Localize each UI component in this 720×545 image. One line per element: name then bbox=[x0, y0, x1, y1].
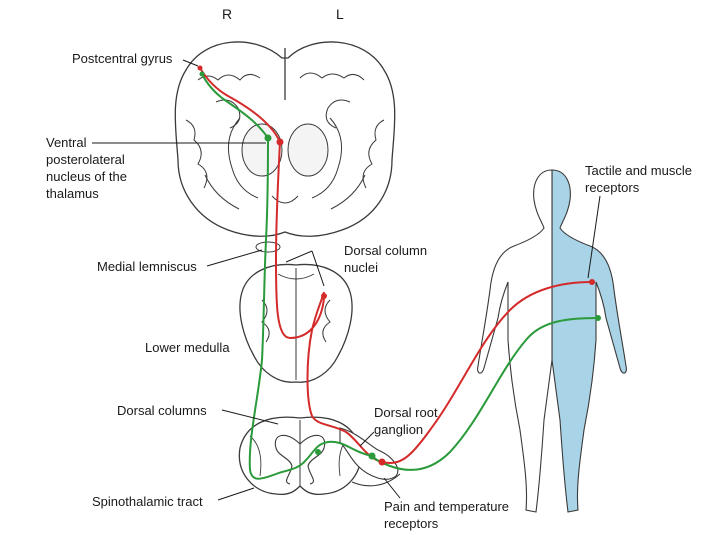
label-lower-medulla: Lower medulla bbox=[145, 340, 230, 355]
label-medial-lemniscus: Medial lemniscus bbox=[97, 259, 197, 274]
green-pathway-nodes bbox=[199, 71, 601, 460]
label-right: R bbox=[222, 6, 233, 22]
label-spinothalamic-tract: Spinothalamic tract bbox=[92, 494, 203, 509]
brain-coronal-section bbox=[174, 41, 396, 237]
label-left: L bbox=[336, 6, 344, 22]
label-postcentral-gyrus: Postcentral gyrus bbox=[72, 51, 173, 66]
label-dorsal-column-nuclei: Dorsal column nuclei bbox=[344, 243, 428, 275]
label-tactile-receptors: Tactile and muscle receptors bbox=[585, 163, 692, 195]
red-pathway-nodes bbox=[197, 65, 595, 466]
spinal-cord-section bbox=[238, 416, 362, 496]
label-vpl-nucleus: Ventral posterolateral nucleus of the th… bbox=[46, 135, 127, 201]
label-dorsal-columns: Dorsal columns bbox=[117, 403, 207, 418]
human-body-figure bbox=[477, 169, 627, 513]
label-pain-receptors: Pain and temperature receptors bbox=[384, 499, 510, 531]
medial-lemniscus-marker bbox=[255, 241, 281, 253]
leader-lines bbox=[92, 59, 601, 501]
spinothalamic-pathway bbox=[201, 73, 599, 480]
label-dorsal-root-ganglion: Dorsal root ganglion bbox=[374, 405, 438, 437]
lower-medulla-section bbox=[239, 263, 353, 383]
